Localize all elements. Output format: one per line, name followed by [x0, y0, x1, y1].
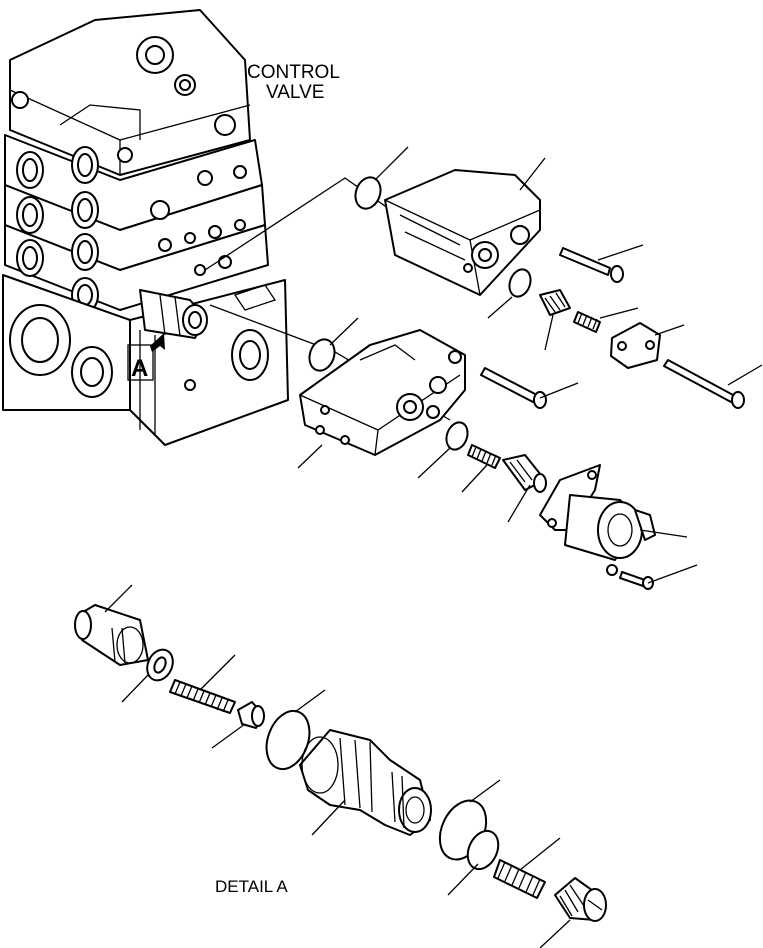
- upper-check-valve: [539, 289, 571, 316]
- detail-spring: [169, 679, 236, 714]
- control-valve-label-line1: CONTROL: [247, 62, 340, 83]
- lower-valve-block: [299, 329, 466, 456]
- control-valve-label-line2: VALVE: [266, 82, 324, 103]
- control-valve-body: [2, 9, 289, 446]
- solenoid-bolt: [606, 564, 654, 590]
- lower-bolt: [480, 367, 547, 409]
- detail-plug: [74, 604, 149, 666]
- view-marker-label: A: [131, 355, 148, 382]
- detail-screw-plug: [554, 877, 607, 922]
- lower-o-ring-1: [308, 338, 336, 372]
- detail-valve-body: [299, 729, 432, 836]
- upper-spring: [573, 311, 601, 333]
- leader-lines: [104, 146, 763, 948]
- solenoid: [539, 464, 656, 561]
- upper-long-bolt: [663, 359, 745, 409]
- upper-o-ring-2: [508, 268, 532, 298]
- upper-cover-plate: [610, 322, 661, 369]
- upper-o-ring-1: [354, 176, 382, 210]
- detail-spring-2: [493, 859, 546, 899]
- lower-check-valve: [502, 454, 547, 493]
- detail-a-label: DETAIL A: [215, 877, 288, 896]
- lower-spring: [467, 444, 501, 469]
- upper-valve-block: [384, 169, 541, 296]
- lower-o-ring-2: [445, 421, 469, 451]
- detail-poppet: [237, 701, 265, 729]
- upper-bolt: [559, 247, 624, 283]
- detail-washer: [146, 648, 174, 682]
- view-a-arrow: A: [127, 333, 165, 382]
